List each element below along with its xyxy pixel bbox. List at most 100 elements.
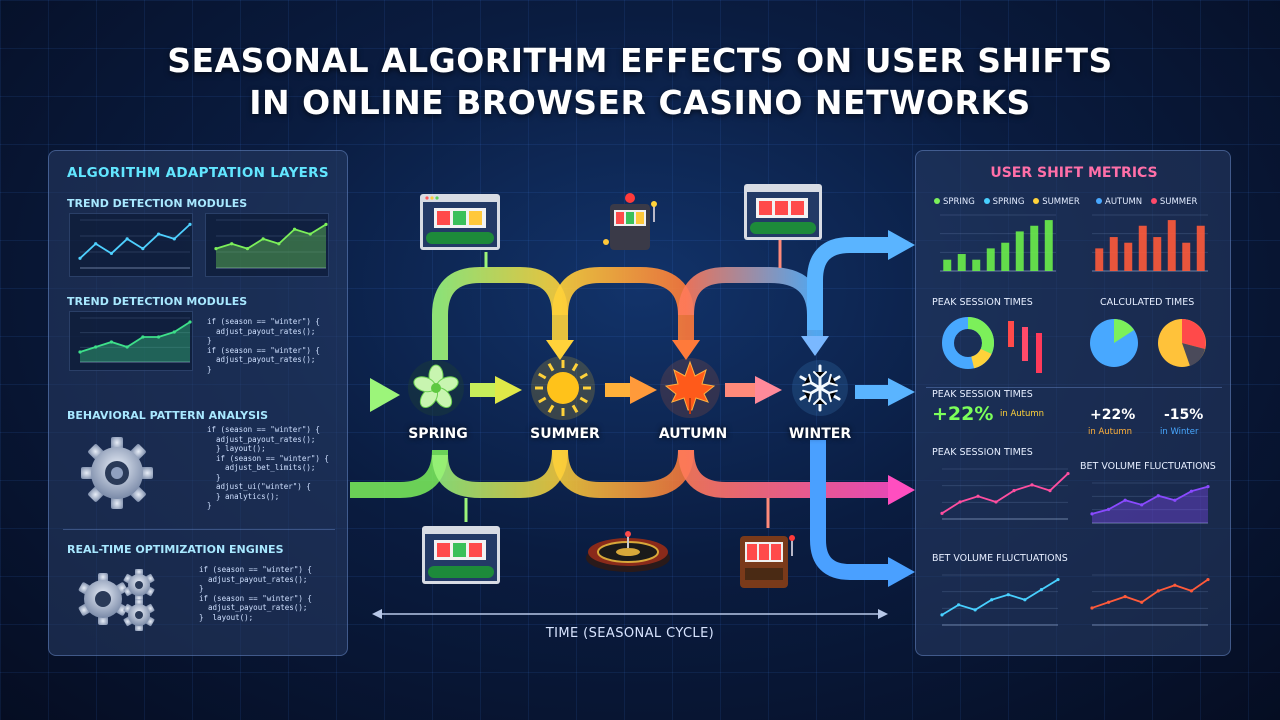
data-point [1206,577,1210,582]
stat-note-2: in Autumn [1088,427,1133,437]
flow-arrowhead-autumn-winter [755,376,782,404]
bar [1030,225,1039,271]
section-label-behavioral: BEHAVIORAL PATTERN ANALYSIS [67,409,269,422]
bar [1167,220,1176,271]
left-panel-heading: ALGORITHM ADAPTATION LAYERS [67,165,329,181]
legend-left: SPRING SPRING SUMMER [928,197,1080,207]
stat-value-1: +22% [932,403,994,425]
data-point [1090,606,1094,610]
data-point [125,237,129,241]
data-point [1012,488,1016,493]
data-point [1140,503,1144,507]
bar [972,259,981,271]
snowflake-icon [792,360,848,416]
code-snippet-1: if (season == "winter") { adjust_payout_… [207,317,320,374]
loop-summer-autumn-bottom [552,449,694,498]
right-panel-heading: USER SHIFT METRICS [990,165,1158,181]
data-point [1039,588,1044,592]
label-peak-session-times-2: PEAK SESSION TIMES [932,389,1033,400]
data-point [1066,471,1070,476]
data-point [261,237,265,241]
label-peak-session-times-1: PEAK SESSION TIMES [932,297,1033,308]
title-line-1: SEASONAL ALGORITHM EFFECTS ON USER SHIFT… [167,41,1113,80]
trend-chart-1 [69,213,193,277]
bar [1015,231,1024,271]
time-axis-left-arrow [372,609,382,619]
data-point [1206,485,1210,489]
data-point [78,350,82,354]
section-divider [63,529,335,530]
data-point [172,330,176,334]
area-fill [1092,486,1208,523]
trend-chart-3 [69,311,193,371]
bar [943,259,952,271]
data-point [109,251,114,256]
stat-note-3: in Winter [1160,427,1199,437]
seasonal-bar-chart-1 [940,214,1056,272]
maple-leaf-icon [660,358,720,418]
slot-machine-browser-icon [420,194,500,250]
data-point [940,511,944,515]
loop-arrowhead-summer-top [546,340,574,360]
loop-arrowhead-winter-top [801,336,829,356]
data-point [125,345,129,349]
gear-icon [81,437,153,509]
data-point [156,335,161,339]
data-point [292,227,297,231]
flow-arrowhead-winter-out [888,378,915,406]
loop-autumn-winter-top [678,267,823,340]
loop-bottom-in [350,449,448,498]
flow-arrowhead-winter-up [888,230,915,260]
legend-item: SPRING [992,197,1025,207]
data-point [1173,583,1177,587]
data-point [324,222,328,226]
data-point [1048,488,1052,493]
data-point [1156,589,1160,593]
time-axis-right-arrow [878,609,888,619]
data-point [188,222,192,226]
sun-icon [531,356,595,420]
roulette-wheel-icon [586,531,670,572]
data-point [973,608,977,612]
series-line [941,578,1059,616]
slot-machine-icon [603,193,657,250]
bar [1124,242,1133,271]
legend-item: SPRING [943,197,975,207]
trend-chart-2 [205,213,329,277]
bet-volume-area-chart [1090,482,1210,524]
data-point [214,247,218,251]
legend-swatch [1033,198,1040,204]
data-point [172,237,176,241]
donut-chart-1 [942,317,1042,373]
metrics-divider [926,387,1222,388]
legend-swatch [1150,198,1157,204]
data-point [188,320,192,324]
data-point [1006,593,1010,597]
gears-icon [78,569,155,631]
bet-volume-line-chart-2 [1090,574,1210,626]
data-point [976,494,980,498]
data-point [1106,600,1111,604]
label-bet-volume-1: BET VOLUME FLUCTUATIONS [1080,461,1216,472]
season-label-summer: SUMMER [530,426,600,442]
legend-item: AUTUMN [1105,197,1143,207]
data-point [1030,483,1034,487]
data-point [1023,598,1027,602]
bar [986,248,995,271]
data-point [1156,494,1160,498]
seasonal-bar-chart-2 [1092,214,1208,272]
bar [1095,248,1104,271]
series-line [215,223,327,250]
data-point [1140,600,1144,604]
series-line [1091,578,1209,609]
data-point [78,256,82,260]
flow-arrowhead-winter-down [888,557,915,587]
stat-value-3: -15% [1164,407,1204,423]
flow-arrowhead-in [370,378,400,412]
slot-machine-browser-icon-3 [422,526,500,584]
flow-arrowhead-autumn-out [888,475,915,505]
series-line [1091,485,1209,515]
series-line [941,472,1069,515]
data-point [308,232,312,236]
